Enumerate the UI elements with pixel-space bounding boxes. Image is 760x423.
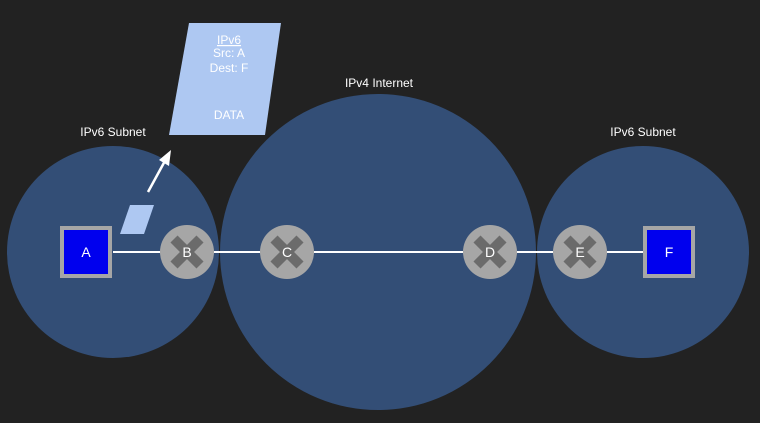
host-f-label: F: [665, 244, 674, 260]
left-subnet-label: IPv6 Subnet: [80, 125, 146, 139]
packet-src: Src: A: [213, 46, 245, 60]
host-a: A: [60, 226, 112, 278]
right-subnet-label: IPv6 Subnet: [610, 125, 676, 139]
router-d: D: [463, 225, 517, 279]
router-e-label: E: [575, 244, 584, 260]
packet-dest: Dest: F: [210, 61, 249, 75]
packet-enlarged: [169, 23, 281, 135]
arrow-up-right-icon: [146, 150, 171, 193]
host-f: F: [643, 226, 695, 278]
router-e: E: [553, 225, 607, 279]
router-d-label: D: [485, 244, 495, 260]
router-c: C: [260, 225, 314, 279]
packet-header: IPv6: [217, 33, 241, 47]
packet-small: [120, 205, 154, 234]
router-b: B: [160, 225, 214, 279]
router-c-label: C: [282, 244, 292, 260]
router-b-label: B: [182, 244, 191, 260]
internet-label: IPv4 Internet: [345, 76, 414, 90]
host-a-label: A: [81, 244, 91, 260]
packet-payload: DATA: [214, 108, 244, 122]
